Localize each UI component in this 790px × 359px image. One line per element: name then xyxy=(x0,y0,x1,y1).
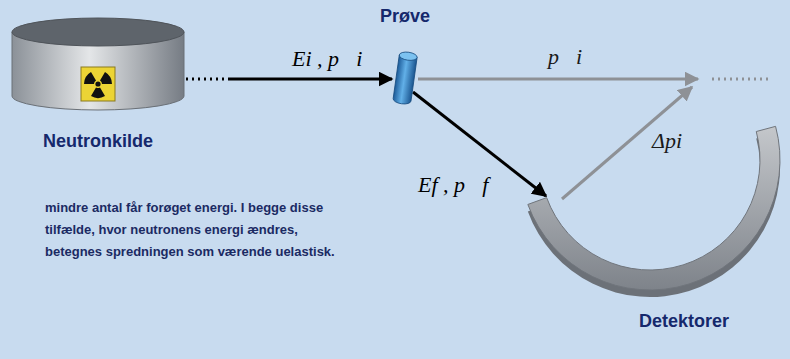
sample-body xyxy=(393,55,418,105)
node-label: Detektorer xyxy=(639,311,729,332)
momentum-transfer-arrow xyxy=(562,87,692,199)
momentum-label: p⃗i xyxy=(548,44,582,69)
cylinder-top xyxy=(12,18,184,46)
sample-cylinder: Prøve xyxy=(392,48,420,108)
detector-arc-shape xyxy=(515,118,787,298)
node-label: Neutronkilde xyxy=(43,131,153,152)
sample-cylinder xyxy=(393,51,418,105)
sample-top xyxy=(399,51,418,61)
radiation-sign xyxy=(81,67,115,101)
neutron-source: Neutronkilde xyxy=(10,16,186,112)
trefoil-blade xyxy=(91,87,105,98)
sample-cylinder-shape xyxy=(392,48,420,108)
trefoil-blade xyxy=(84,72,96,84)
detector-arc: Detektorer xyxy=(515,118,787,298)
momentum-transfer-label: Δpi xyxy=(652,128,682,153)
edge-label: Ei , p⃗i xyxy=(292,46,362,71)
trefoil-center xyxy=(95,81,100,86)
neutron-path-arrow xyxy=(186,78,392,81)
trefoil-blade xyxy=(100,72,112,84)
dotted-continuation xyxy=(712,78,768,81)
momentum-arrow xyxy=(418,78,698,81)
edge-label: Ef , p⃗f xyxy=(418,172,488,197)
radiation-trefoil xyxy=(84,72,112,98)
node-label: Prøve xyxy=(380,6,430,27)
body-text: mindre antal får forøget energi. I begge… xyxy=(45,197,350,263)
detector-face xyxy=(528,126,780,290)
neutron-source-shape xyxy=(10,16,186,112)
